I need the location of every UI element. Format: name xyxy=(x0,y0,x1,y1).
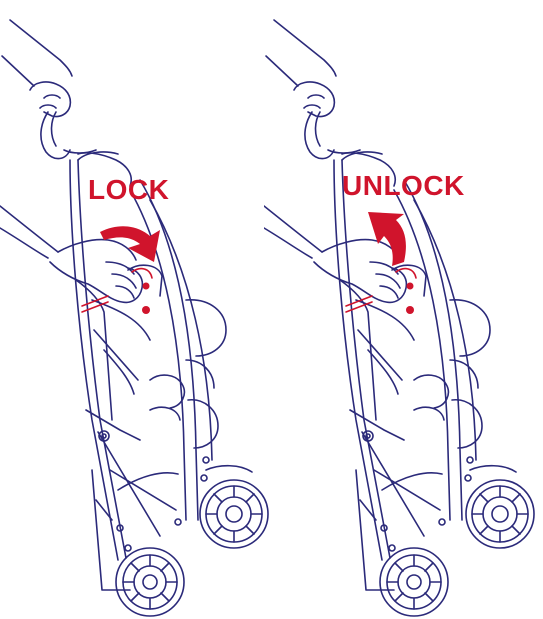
stroller-illustration-lock xyxy=(0,0,271,619)
lock-panel: LOCK xyxy=(0,0,271,619)
lock-label: LOCK xyxy=(88,176,169,204)
stroller-illustration-unlock xyxy=(264,0,535,619)
unlock-panel: UNLOCK xyxy=(264,0,535,619)
unlock-label: UNLOCK xyxy=(342,172,465,200)
